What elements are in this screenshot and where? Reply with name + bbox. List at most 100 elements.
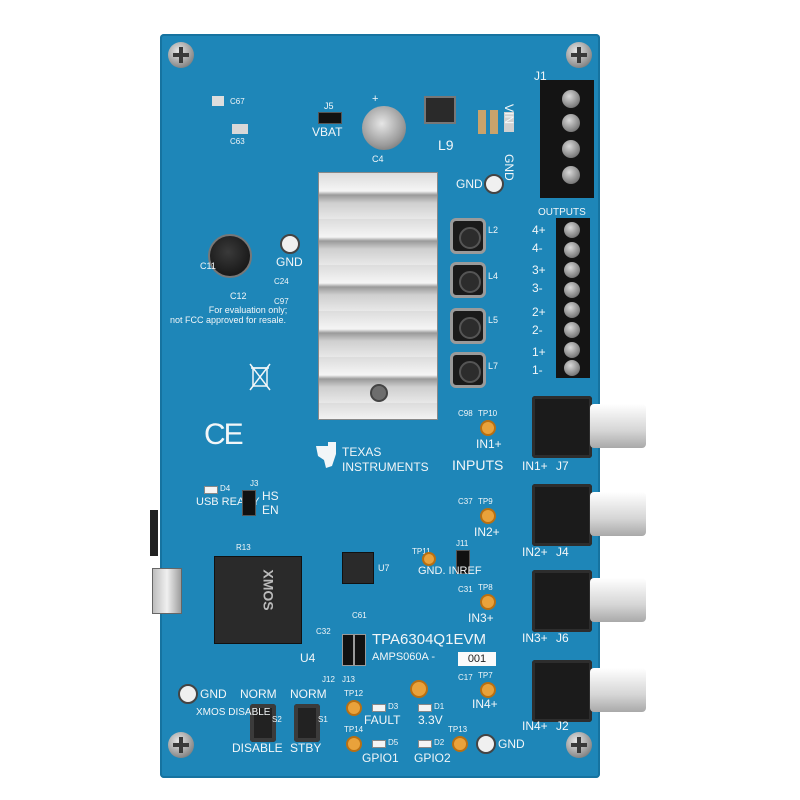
switch-s2[interactable]	[250, 704, 276, 742]
gpio2-label: GPIO2	[414, 751, 451, 765]
u4-label: U4	[300, 651, 316, 665]
terminal-screw[interactable]	[564, 282, 580, 298]
smd-part	[212, 96, 224, 106]
texas-instruments-logo-icon	[316, 442, 336, 468]
terminal-screw[interactable]	[564, 242, 580, 258]
tp8-label: TP8	[478, 583, 493, 592]
terminal-screw[interactable]	[562, 114, 580, 132]
c61-label: C61	[352, 611, 367, 620]
gnd-top-label: GND	[456, 177, 483, 191]
ic-u7	[342, 552, 374, 584]
gnd-bottom-label: GND	[498, 737, 525, 751]
screw-top-left	[168, 42, 194, 68]
smd-cap	[490, 110, 498, 134]
d1-label: D1	[434, 702, 445, 711]
c37-label: C37	[458, 497, 473, 506]
tp12-label: TP12	[344, 689, 364, 698]
tp9-label: TP9	[478, 497, 493, 506]
d5-label: D5	[388, 738, 399, 747]
polarity-plus: +	[372, 93, 379, 105]
test-point-tp11[interactable]	[422, 552, 436, 566]
vbat-label: VBAT	[312, 125, 343, 139]
xmos-processor-chip	[214, 556, 302, 644]
gnd-test-point[interactable]	[484, 174, 504, 194]
j6-label: J6	[556, 631, 569, 645]
tp10-label: TP10	[478, 409, 498, 418]
led-d5	[372, 740, 386, 748]
terminal-screw[interactable]	[564, 222, 580, 238]
usb-ready-label: USB READY	[196, 496, 260, 508]
screw-bottom-right	[566, 732, 592, 758]
out-4m-label: 4-	[532, 241, 543, 255]
test-point-3v3[interactable]	[410, 680, 428, 698]
side-header	[150, 510, 158, 556]
terminal-screw[interactable]	[564, 342, 580, 358]
j1-label: J1	[534, 69, 547, 83]
c24-label: C24	[274, 277, 289, 286]
test-point-tp10[interactable]	[480, 420, 496, 436]
test-point-tp13[interactable]	[452, 736, 468, 752]
revision-sticker: 001	[458, 652, 496, 666]
d4-label: D4	[220, 484, 231, 493]
input-jack-j7-plug[interactable]	[590, 404, 646, 448]
out-2m-label: 2-	[532, 323, 543, 337]
test-point-tp9[interactable]	[480, 508, 496, 524]
l2-label: L2	[488, 225, 499, 235]
terminal-screw[interactable]	[562, 166, 580, 184]
terminal-screw[interactable]	[564, 262, 580, 278]
screw-top-right	[566, 42, 592, 68]
smd-cap	[504, 112, 514, 132]
out-1m-label: 1-	[532, 363, 543, 377]
hs-en-jumper[interactable]	[242, 490, 256, 516]
terminal-screw[interactable]	[562, 90, 580, 108]
eval-note-line1: For evaluation only;	[208, 305, 288, 315]
c11-label: C11	[200, 261, 216, 271]
input-jack-j4-plug[interactable]	[590, 492, 646, 536]
tp14-label: TP14	[344, 725, 364, 734]
gnd-test-point[interactable]	[476, 734, 496, 754]
inductor-l9	[424, 96, 456, 124]
input-jack-j4[interactable]	[532, 484, 592, 546]
l4-label: L4	[488, 271, 499, 281]
j3-label: J3	[250, 479, 259, 488]
j5-label: J5	[324, 101, 334, 111]
in2-jack-label: IN2+	[522, 545, 548, 559]
vbat-jumper[interactable]	[318, 112, 342, 124]
in3-jack-label: IN3+	[522, 631, 548, 645]
gnd-test-point[interactable]	[280, 234, 300, 254]
out-4p-label: 4+	[532, 223, 546, 237]
input-jack-j7[interactable]	[532, 396, 592, 458]
in3-label: IN3+	[468, 611, 494, 625]
out-3p-label: 3+	[532, 263, 546, 277]
terminal-screw[interactable]	[564, 302, 580, 318]
led-d3	[372, 704, 386, 712]
terminal-screw[interactable]	[564, 360, 580, 376]
jumper-j13[interactable]	[342, 634, 354, 666]
gnd-test-point[interactable]	[178, 684, 198, 704]
in2-label: IN2+	[474, 525, 500, 539]
in4-jack-label: IN4+	[522, 719, 548, 733]
gnd-inref-label: GND. INREF	[418, 565, 482, 577]
inref-jumper[interactable]	[456, 550, 470, 574]
input-jack-j2-plug[interactable]	[590, 668, 646, 712]
switch-s1[interactable]	[294, 704, 320, 742]
test-point-tp8[interactable]	[480, 594, 496, 610]
test-point-tp12[interactable]	[346, 700, 362, 716]
disable-label: DISABLE	[232, 741, 283, 755]
usb-connector[interactable]	[152, 568, 182, 614]
c4-label: C4	[372, 154, 384, 164]
jumper-j12[interactable]	[354, 634, 366, 666]
test-point-tp14[interactable]	[346, 736, 362, 752]
screw-bottom-left	[168, 732, 194, 758]
input-jack-j6-plug[interactable]	[590, 578, 646, 622]
test-point-tp7[interactable]	[480, 682, 496, 698]
terminal-screw[interactable]	[564, 322, 580, 338]
j4-label: J4	[556, 545, 569, 559]
gpio1-label: GPIO1	[362, 751, 399, 765]
input-jack-j6[interactable]	[532, 570, 592, 632]
terminal-screw[interactable]	[562, 140, 580, 158]
tp13-label: TP13	[448, 725, 468, 734]
in1-jack-label: IN1+	[522, 459, 548, 473]
c63-label: C63	[230, 137, 245, 146]
input-jack-j2[interactable]	[532, 660, 592, 722]
